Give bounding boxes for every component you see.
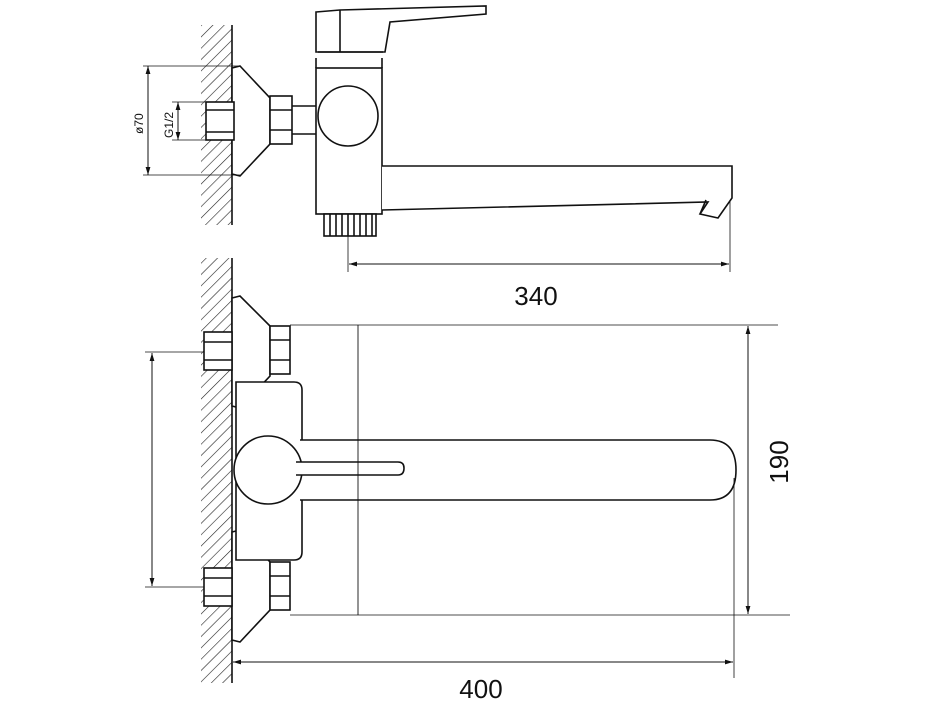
flange-upper (231, 295, 271, 409)
side-view (143, 5, 733, 272)
pipe-lower (203, 567, 233, 607)
lever-handle-plan (296, 461, 405, 476)
dim-diameter-label: ø70 (132, 113, 146, 134)
eccentric-pipe-side (205, 101, 235, 141)
nut-side (269, 95, 293, 145)
nut-lower (269, 561, 291, 611)
spout-plan (300, 439, 737, 501)
plan-view (145, 258, 790, 683)
dim-thread-label: G1/2 (162, 112, 176, 138)
dim-400-label: 400 (459, 674, 502, 704)
lever-handle-side (315, 5, 487, 53)
dim-340-label: 340 (514, 281, 557, 311)
wall-hatch-bottom (201, 258, 232, 683)
cartridge-circle-side (317, 85, 379, 147)
cartridge-circle-plan (233, 435, 303, 505)
pipe-upper (203, 331, 233, 371)
dim-190-label: 190 (764, 440, 794, 483)
flange-side (231, 65, 271, 177)
spout-side (381, 165, 733, 219)
nut-upper (269, 325, 291, 375)
threaded-outlet (323, 213, 377, 237)
